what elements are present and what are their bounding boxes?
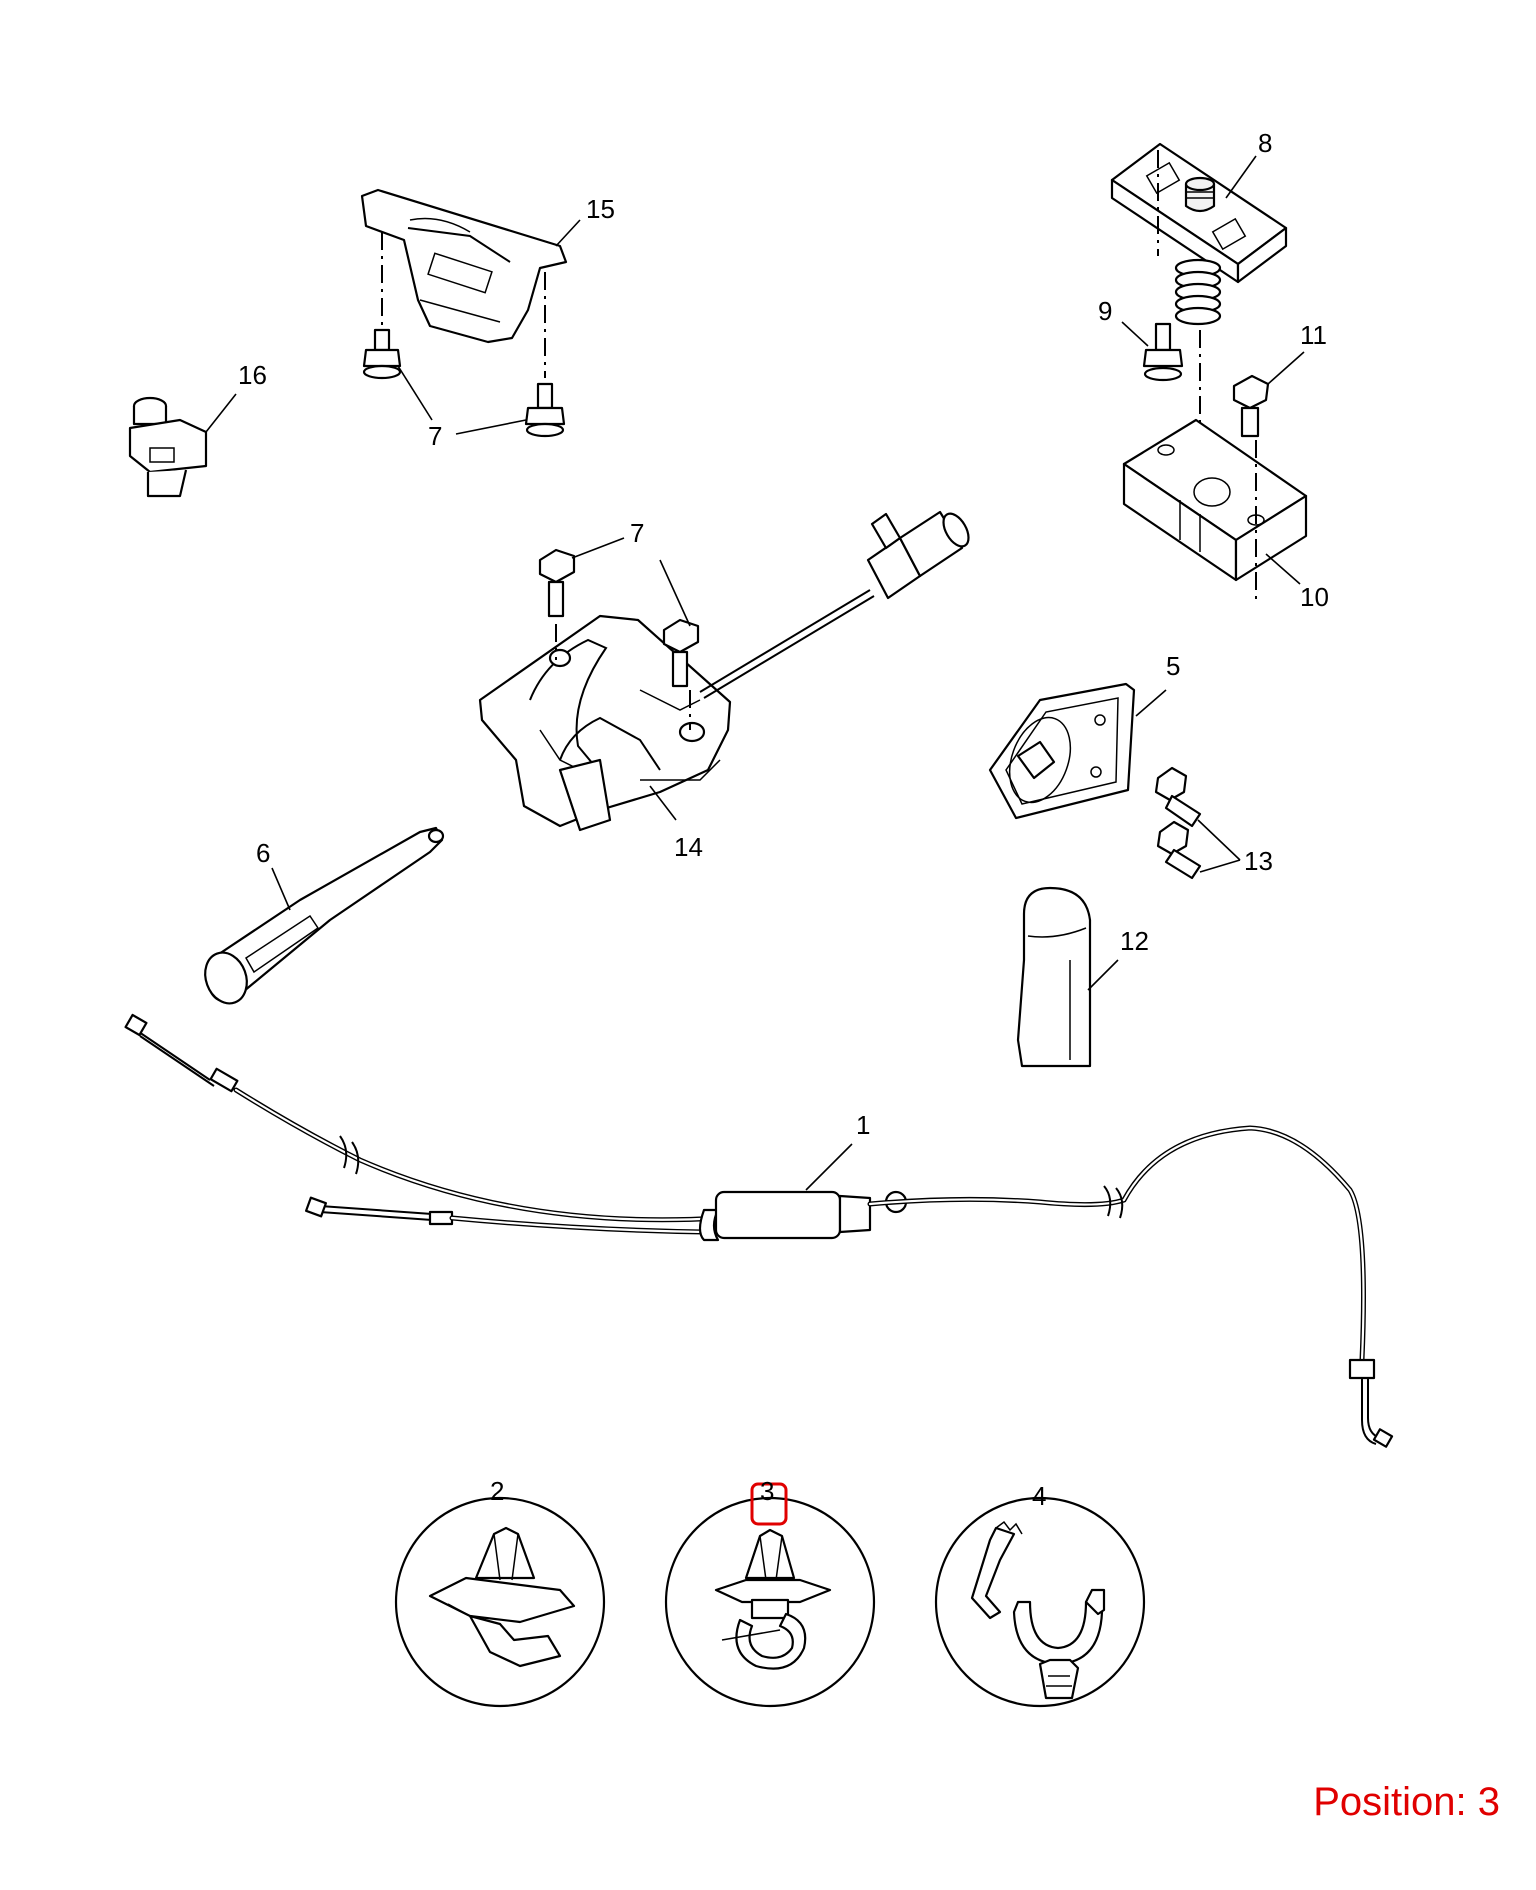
part-10-buffer-block[interactable]	[1122, 418, 1308, 582]
callout-7-upper[interactable]: 7	[428, 421, 442, 451]
callout-8[interactable]: 8	[1258, 128, 1272, 158]
callout-9[interactable]: 9	[1098, 296, 1112, 326]
part-7-bolt-d[interactable]	[662, 618, 700, 688]
callout-3-highlight	[750, 1482, 788, 1526]
position-label: Position: 3	[1313, 1780, 1500, 1824]
callout-15[interactable]: 15	[586, 194, 615, 224]
part-15-bracket[interactable]	[360, 188, 568, 378]
part-6-release-handle[interactable]	[198, 826, 445, 1009]
part-7-bolt-c[interactable]	[538, 548, 576, 618]
part-16-switch[interactable]	[128, 396, 208, 498]
part-12-cover[interactable]	[1016, 886, 1092, 1068]
part-13-bolt-a[interactable]	[1154, 766, 1202, 828]
part-14-latch[interactable]	[478, 614, 732, 832]
part-8-spring[interactable]	[1174, 258, 1222, 326]
callout-13[interactable]: 13	[1244, 846, 1273, 876]
callout-6[interactable]: 6	[256, 838, 270, 868]
latch-wiring-harness[interactable]	[699, 509, 974, 699]
part-1-release-cable[interactable]	[124, 1013, 1394, 1448]
part-7-bolt-a[interactable]	[362, 328, 402, 380]
callout-7-lower[interactable]: 7	[630, 518, 644, 548]
detail-circle-3[interactable]	[664, 1496, 876, 1708]
callout-5[interactable]: 5	[1166, 651, 1180, 681]
part-9-bolt[interactable]	[1142, 322, 1184, 382]
callout-2[interactable]: 2	[490, 1476, 504, 1506]
callout-1[interactable]: 1	[856, 1110, 870, 1140]
part-13-bolt-b[interactable]	[1156, 820, 1202, 880]
part-7-bolt-b[interactable]	[524, 382, 566, 438]
part-5-sensor-bracket[interactable]	[988, 682, 1136, 820]
detail-circle-2[interactable]	[394, 1496, 606, 1708]
detail-circle-4[interactable]	[934, 1496, 1146, 1708]
part-11-bolt[interactable]	[1232, 374, 1270, 438]
callout-4[interactable]: 4	[1032, 1481, 1046, 1511]
callout-10[interactable]: 10	[1300, 582, 1329, 612]
callout-3[interactable]: 3	[760, 1476, 774, 1506]
callout-14[interactable]: 14	[674, 832, 703, 862]
callout-16[interactable]: 16	[238, 360, 267, 390]
callout-11[interactable]: 11	[1300, 320, 1327, 350]
callout-12[interactable]: 12	[1120, 926, 1149, 956]
part-8-striker-plate[interactable]	[1110, 142, 1288, 284]
